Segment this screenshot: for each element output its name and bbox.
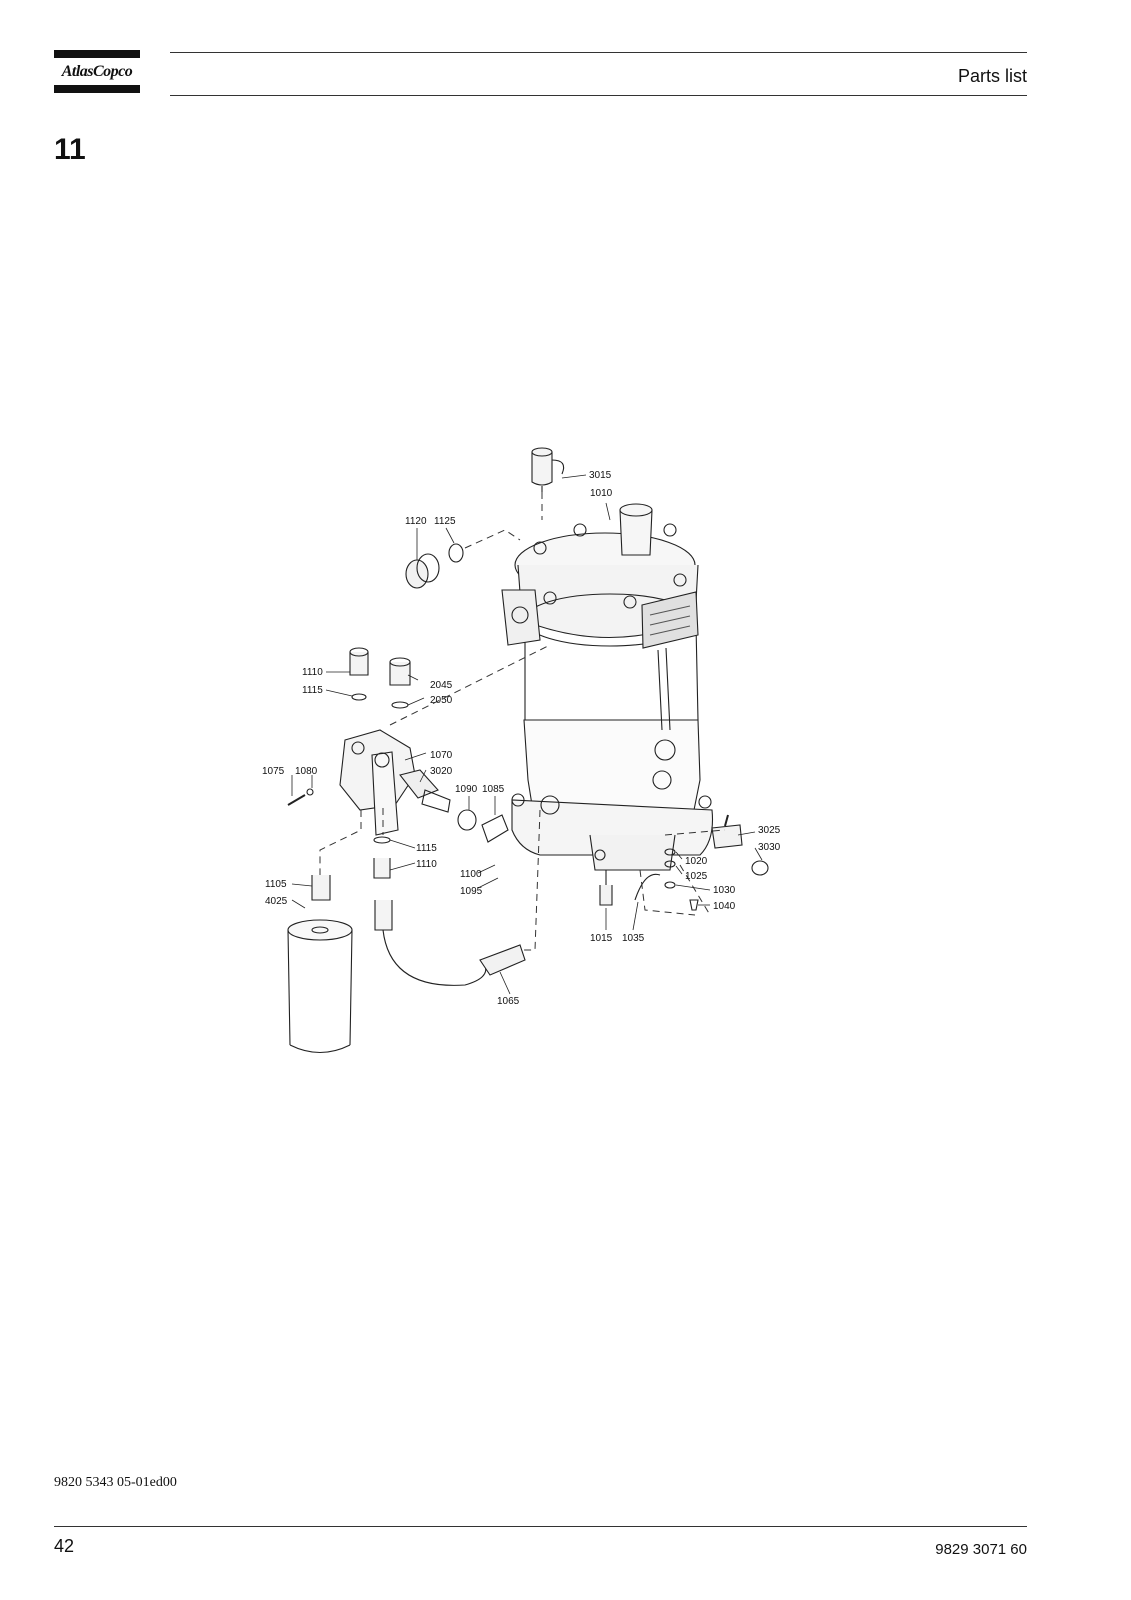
callout-1025: 1025: [685, 871, 708, 882]
callout-1115-upper: 1115: [302, 685, 323, 696]
callout-1035: 1035: [622, 933, 645, 944]
callout-1030: 1030: [713, 885, 736, 896]
callout-3025: 3025: [758, 825, 781, 836]
callout-1040: 1040: [713, 901, 736, 912]
callout-1105: 1105: [265, 879, 287, 890]
callout-2045: 2045: [430, 680, 453, 691]
logo-bar-bottom: [54, 85, 140, 93]
logo-bar-top: [54, 50, 140, 58]
callout-2050: 2050: [430, 695, 453, 706]
callout-1110-lower: 1110: [416, 859, 437, 870]
exploded-parts-drawing: 3015 1010 1120 1125 1110 1115 2045 2050 …: [262, 447, 781, 1053]
callout-1115-lower: 1115: [416, 843, 437, 854]
callout-1100: 1100: [460, 869, 482, 880]
callout-1125: 1125: [434, 516, 456, 527]
callout-1080: 1080: [295, 766, 318, 777]
callout-3020: 3020: [430, 766, 453, 777]
header-rule-top: [170, 52, 1027, 53]
callout-1095: 1095: [460, 886, 483, 897]
callout-1065: 1065: [497, 996, 520, 1007]
callout-1085: 1085: [482, 784, 505, 795]
callout-1070: 1070: [430, 750, 453, 761]
callout-4025: 4025: [265, 896, 288, 907]
footer-code-reference: 9820 5343 05-01ed00: [54, 1475, 177, 1490]
document-number: 9829 3071 60: [935, 1541, 1027, 1558]
section-title: Parts list: [957, 66, 1027, 86]
callout-1090: 1090: [455, 784, 478, 795]
page-number: 42: [54, 1536, 75, 1556]
header-rule-bottom: [170, 95, 1027, 96]
chapter-number: 11: [54, 133, 86, 166]
atlas-copco-logo: AtlasCopco: [54, 50, 140, 94]
callout-1015: 1015: [590, 933, 613, 944]
logo-wordmark: AtlasCopco: [61, 63, 133, 80]
callout-1120: 1120: [405, 516, 427, 527]
callout-1110-upper: 1110: [302, 667, 323, 678]
footer-rule: [54, 1526, 1027, 1527]
callout-3030: 3030: [758, 842, 781, 853]
callout-3015: 3015: [589, 470, 612, 481]
callout-1010: 1010: [590, 488, 613, 499]
callout-1075: 1075: [262, 766, 285, 777]
callout-1020: 1020: [685, 856, 708, 867]
